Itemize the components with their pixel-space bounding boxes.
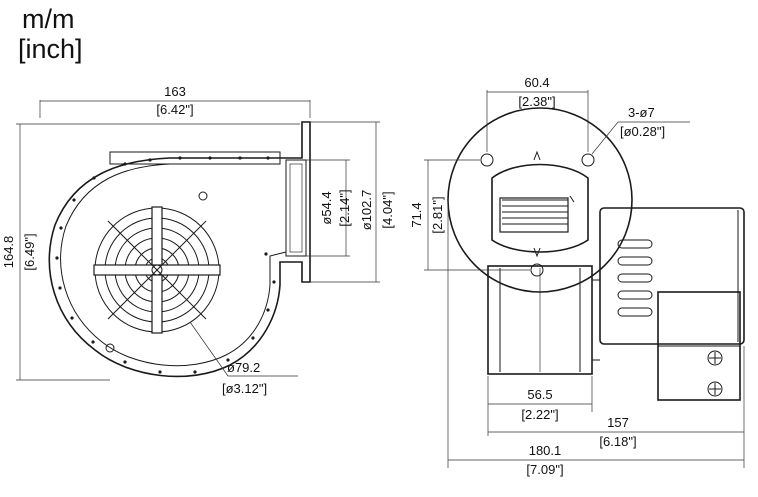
side-view: 60.4 [2.38"] 3-ø7 [ø0.28"] 71.4 [2.81"] …	[409, 75, 745, 477]
overall-mm: 180.1	[529, 443, 562, 458]
terminal-screw-2	[707, 381, 723, 397]
flange-height-inch: [2.81"]	[430, 196, 445, 233]
housing-outer	[48, 121, 311, 378]
housing-inner	[60, 163, 287, 367]
flange-hole-left	[480, 153, 494, 167]
flange-hole-bottom	[530, 263, 544, 277]
width-mm: 163	[164, 84, 186, 99]
housing-width-mm: 56.5	[527, 387, 552, 402]
height-mm: 164.8	[1, 236, 16, 269]
terminal-screw-1	[707, 350, 723, 366]
motor-body	[599, 207, 745, 345]
inlet-grille	[93, 206, 221, 334]
mount-hole-bottom	[105, 343, 115, 353]
damper-blades	[499, 195, 575, 233]
width-inch: [6.42"]	[156, 102, 193, 117]
housing-rivets	[55, 156, 276, 374]
motor-length-inch: [6.18"]	[599, 434, 636, 449]
motor-length-mm: 157	[607, 415, 629, 430]
hole-spacing-inch: [2.38"]	[518, 94, 555, 109]
outlet-inner	[289, 163, 303, 253]
outlet-inner-mm: ø54.4	[319, 191, 334, 224]
height-inch: [6.49"]	[22, 233, 37, 270]
holes-leader	[591, 121, 619, 155]
front-view: 163 [6.42"] 164.8 [6.49"] ø54.4 [2.14"] …	[1, 84, 395, 396]
outlet-outer-mm: ø102.7	[359, 190, 374, 230]
top-flange	[109, 151, 281, 165]
flange-height-mm: 71.4	[409, 202, 424, 227]
inlet-leader	[189, 321, 229, 377]
units-secondary: [inch]	[18, 34, 83, 64]
outlet-opening	[491, 163, 589, 253]
holes-mm: 3-ø7	[628, 105, 655, 120]
flange-hole-right	[581, 153, 595, 167]
outlet-inner-inch: [2.14"]	[337, 189, 352, 226]
outlet-block	[285, 159, 307, 257]
units-primary: m/m	[22, 4, 74, 34]
motor-vents	[617, 239, 653, 317]
outlet-outer-inch: [4.04"]	[380, 191, 395, 228]
overall-inch: [7.09"]	[526, 462, 563, 477]
fan-housing-side	[487, 265, 593, 375]
inlet-inch: [ø3.12"]	[222, 381, 267, 396]
housing-width-inch: [2.22"]	[521, 407, 558, 422]
hole-spacing-mm: 60.4	[524, 75, 549, 90]
inlet-mm: ø79.2	[227, 360, 260, 375]
mount-hole-top	[198, 191, 208, 201]
holes-inch: [ø0.28"]	[620, 124, 665, 139]
